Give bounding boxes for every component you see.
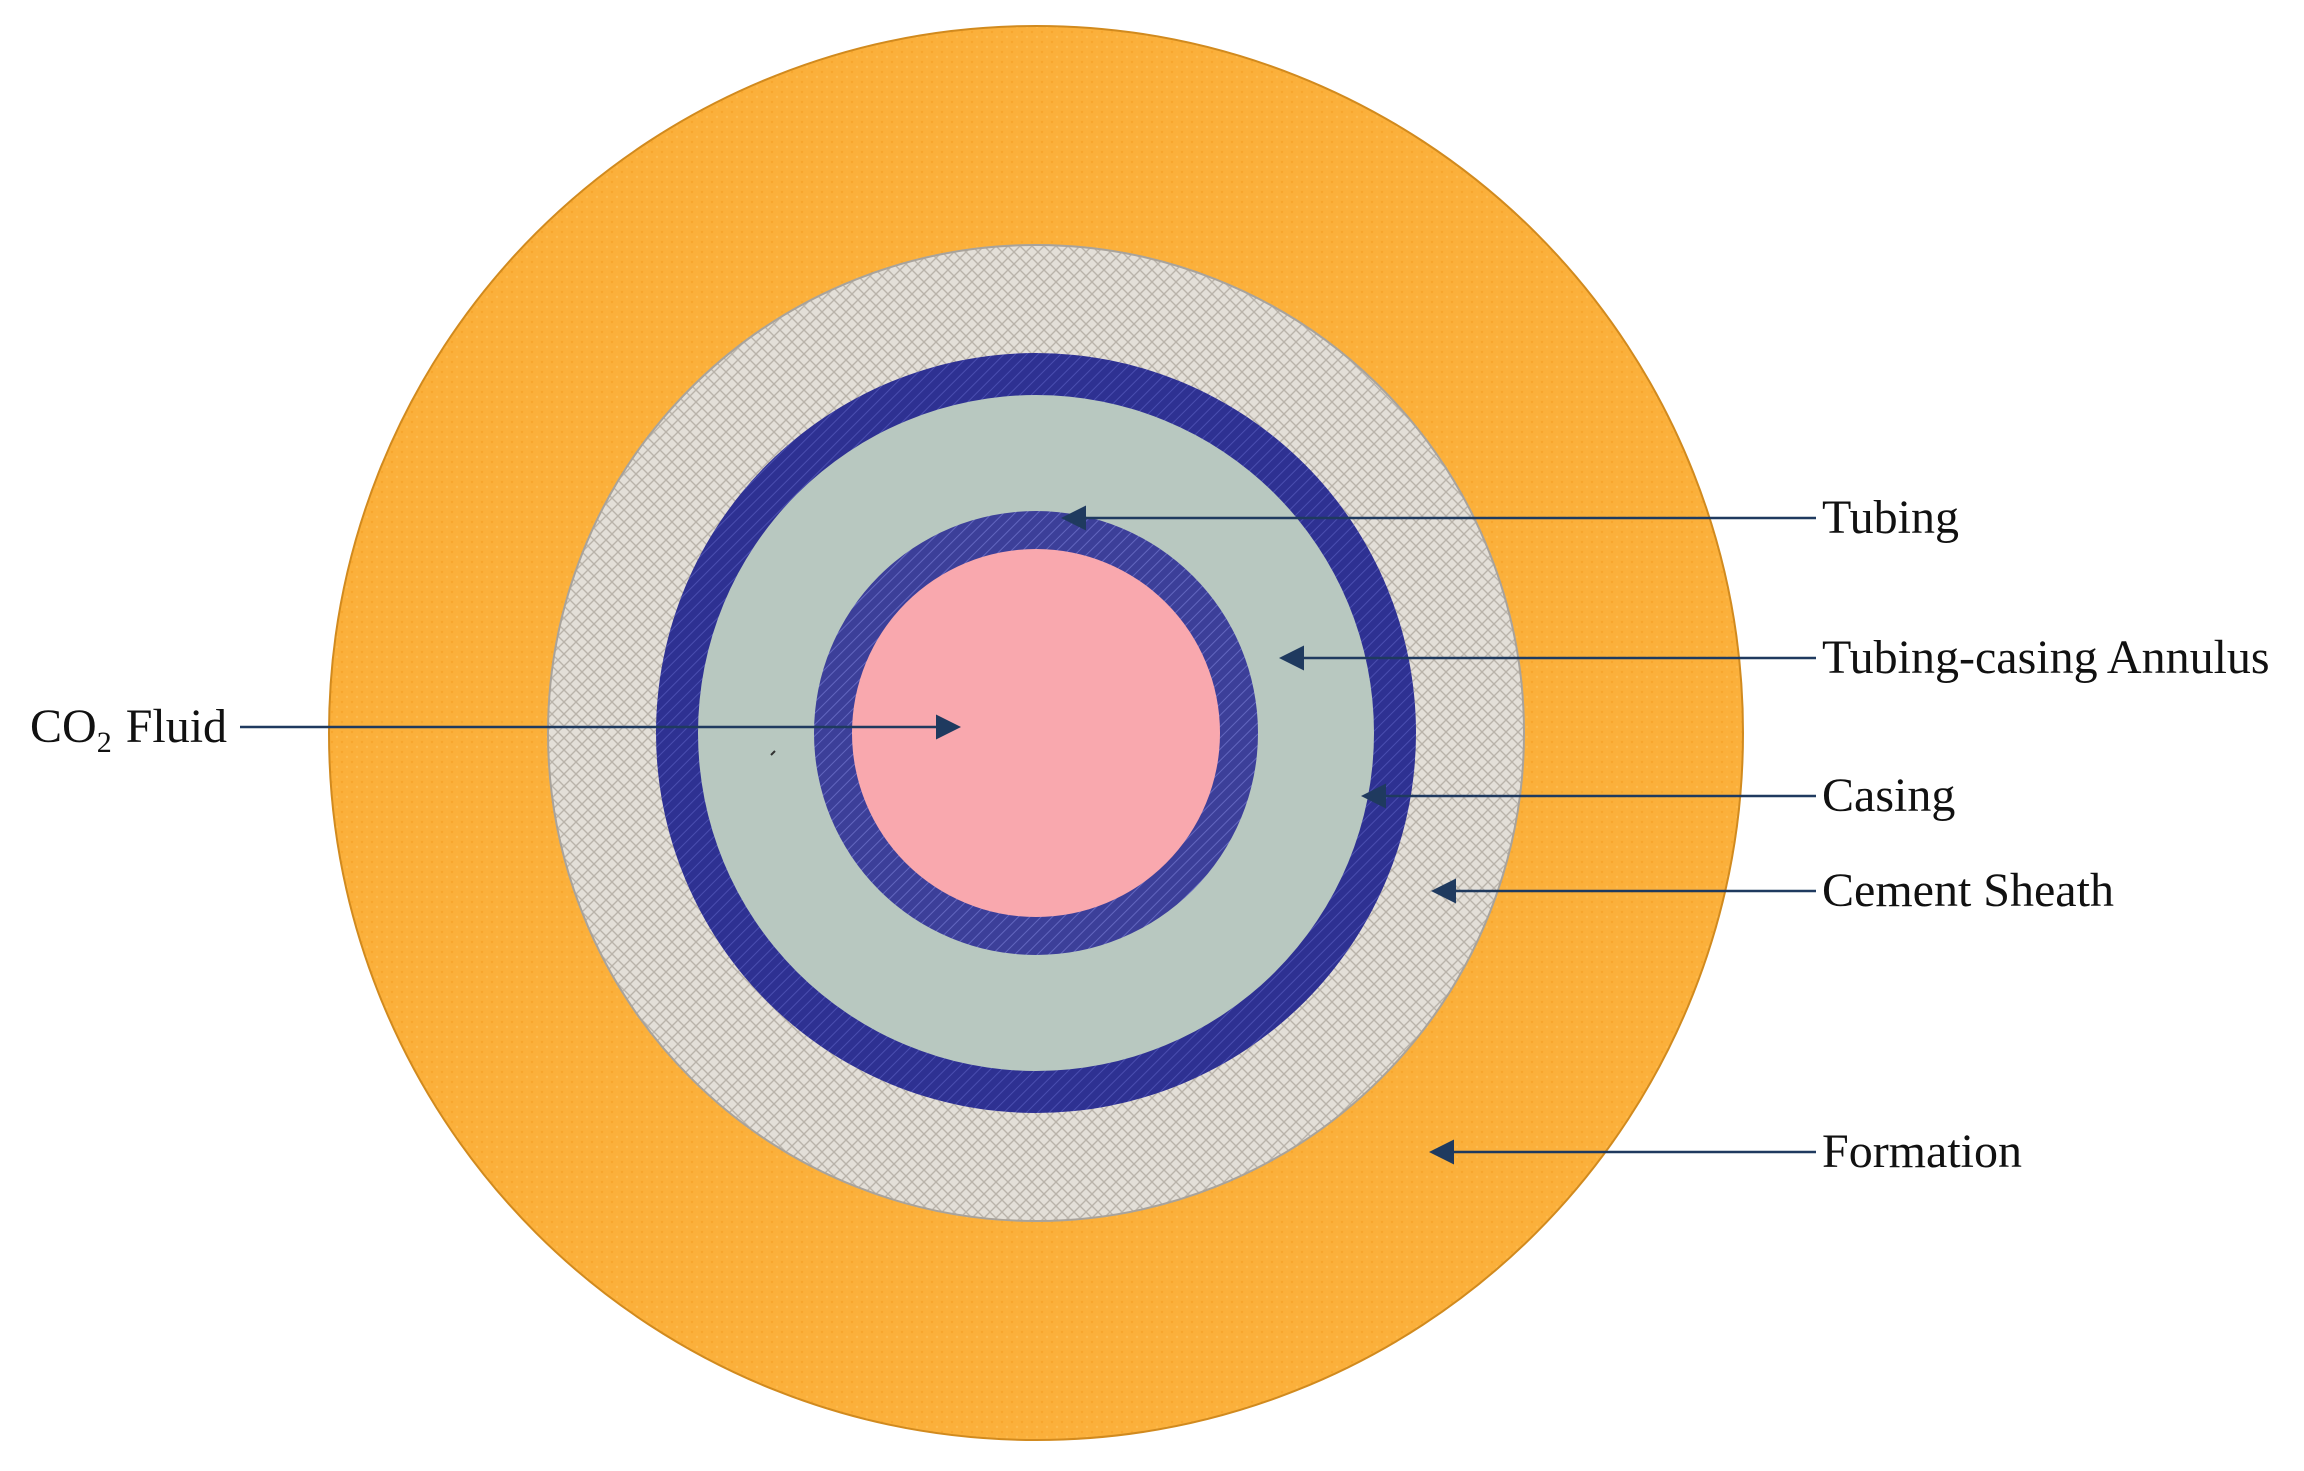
- co2-fluid-word: Fluid: [126, 700, 227, 753]
- casing-label: Casing: [1822, 769, 1955, 822]
- annulus-label: Tubing-casing Annulus: [1822, 631, 2270, 684]
- co2-prefix: CO: [30, 700, 97, 753]
- formation-label: Formation: [1822, 1125, 2022, 1178]
- co2-subscript: 2: [97, 726, 112, 759]
- co2-fluid-core: [852, 549, 1220, 917]
- tubing-label: Tubing: [1822, 491, 1959, 544]
- co2-fluid-label: CO2 Fluid: [30, 700, 227, 759]
- cement-sheath-label: Cement Sheath: [1822, 864, 2114, 917]
- annulus-speck: [770, 750, 776, 756]
